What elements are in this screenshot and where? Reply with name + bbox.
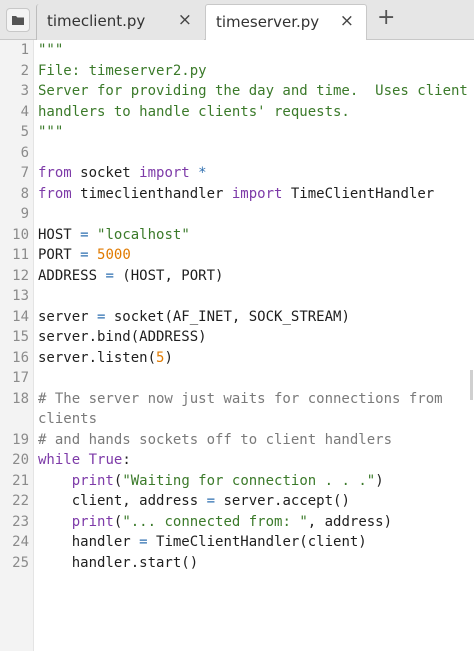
line-number: 17 xyxy=(12,370,29,386)
folder-button[interactable] xyxy=(6,8,30,32)
line-number: 2 xyxy=(20,63,29,79)
scrollbar-thumb[interactable] xyxy=(470,370,473,400)
line-number: 15 xyxy=(12,329,29,345)
line-number: 19 xyxy=(12,432,29,448)
line-number-gutter: 1 2 3 4 5 6 7 8 9 10 11 12 13 14 15 16 1… xyxy=(0,40,34,651)
code-line[interactable]: print("Waiting for connection . . .") xyxy=(71,473,384,489)
code-line[interactable]: handlers to handle clients' requests. xyxy=(38,104,350,120)
code-line[interactable]: # The server now just waits for connecti… xyxy=(38,391,443,407)
code-line[interactable]: from timeclienthandler import TimeClient… xyxy=(38,186,435,202)
line-number: 11 xyxy=(12,247,29,263)
code-line[interactable]: server.bind(ADDRESS) xyxy=(38,329,207,345)
code-line[interactable]: HOST = "localhost" xyxy=(38,227,190,243)
tab-bar: timeclient.py × timeserver.py × + xyxy=(0,0,474,41)
folder-icon xyxy=(12,16,24,25)
code-line[interactable]: client, address = server.accept() xyxy=(38,493,350,509)
line-number: 20 xyxy=(12,452,29,468)
line-number: 8 xyxy=(20,186,29,202)
line-number: 7 xyxy=(20,165,29,181)
close-icon[interactable]: × xyxy=(177,10,192,30)
line-number: 24 xyxy=(12,534,29,550)
line-number: 10 xyxy=(12,227,29,243)
line-number: 5 xyxy=(20,124,29,140)
line-number: 25 xyxy=(12,555,29,571)
code-line[interactable]: server = socket(AF_INET, SOCK_STREAM) xyxy=(38,309,350,325)
tab-timeserver[interactable]: timeserver.py × xyxy=(205,4,367,41)
line-number: 21 xyxy=(12,473,29,489)
new-tab-button[interactable]: + xyxy=(377,5,396,30)
line-number: 22 xyxy=(12,493,29,509)
line-number: 4 xyxy=(20,104,29,120)
line-number: 9 xyxy=(20,206,29,222)
line-number: 23 xyxy=(12,514,29,530)
code-line[interactable]: # and hands sockets off to client handle… xyxy=(38,432,393,448)
line-number: 1 xyxy=(20,42,29,58)
code-line[interactable]: PORT = 5000 xyxy=(38,247,131,263)
code-line[interactable]: handler = TimeClientHandler(client) xyxy=(38,534,367,550)
line-number: 6 xyxy=(20,145,29,161)
code-line[interactable]: server.listen(5) xyxy=(38,350,173,366)
code-line[interactable]: while True: xyxy=(38,452,131,468)
line-number: 14 xyxy=(12,309,29,325)
code-line[interactable]: clients xyxy=(38,411,98,427)
code-line[interactable]: File: timeserver2.py xyxy=(38,63,207,79)
code-line[interactable]: Server for providing the day and time. U… xyxy=(38,83,468,99)
code-editor[interactable]: 1 2 3 4 5 6 7 8 9 10 11 12 13 14 15 16 1… xyxy=(0,40,474,651)
code-line[interactable]: ADDRESS = (HOST, PORT) xyxy=(38,268,224,284)
line-number: 13 xyxy=(12,288,29,304)
code-line[interactable]: print("... connected from: ", address) xyxy=(71,514,393,530)
close-icon[interactable]: × xyxy=(339,11,354,31)
code-line[interactable]: """ xyxy=(38,124,64,140)
tab-label: timeserver.py xyxy=(216,13,320,31)
code-line[interactable]: from socket import * xyxy=(38,165,207,181)
tab-label: timeclient.py xyxy=(47,12,146,30)
line-number: 12 xyxy=(12,268,29,284)
code-line[interactable]: """ xyxy=(38,42,64,58)
tab-timeclient[interactable]: timeclient.py × xyxy=(36,4,204,40)
line-number: 18 xyxy=(12,391,29,407)
code-line[interactable]: handler.start() xyxy=(38,555,199,571)
line-number: 3 xyxy=(20,83,29,99)
line-number: 16 xyxy=(12,350,29,366)
